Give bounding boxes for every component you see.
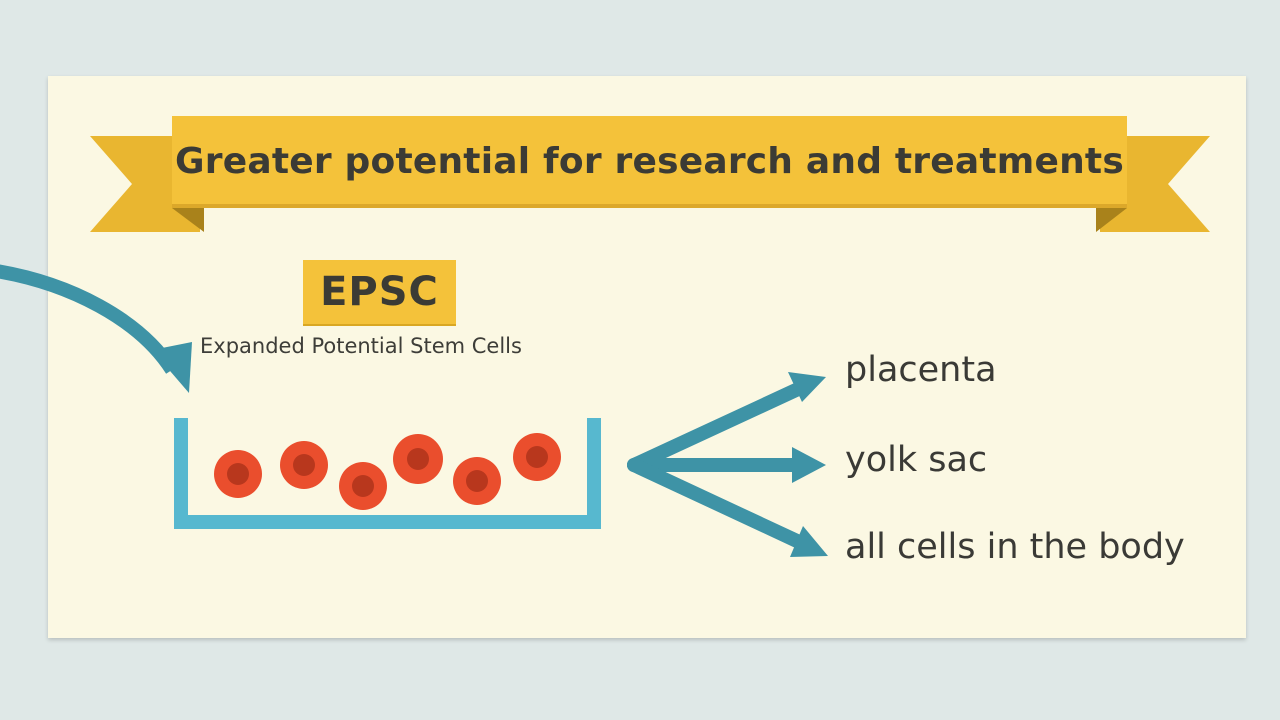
ribbon-right-fold [1096, 208, 1127, 232]
arrow-to-placenta-head [788, 372, 826, 402]
arrow-to-all-cells-head [790, 526, 828, 557]
stem-cells [214, 433, 561, 510]
epsc-full-name: Expanded Potential Stem Cells [200, 334, 522, 358]
outcome-yolk-sac: yolk sac [845, 440, 988, 480]
arrow-to-placenta-line [627, 383, 803, 472]
culture-dish [174, 418, 601, 529]
ribbon-right-tail [1100, 136, 1210, 232]
stem-cell [393, 434, 443, 484]
branching-arrows [627, 372, 828, 557]
ribbon-shadow [172, 204, 1127, 208]
stem-cell [214, 450, 262, 498]
stem-cell [339, 462, 387, 510]
stem-cell [513, 433, 561, 481]
incoming-arrow-line [0, 264, 178, 374]
banner-title: Greater potential for research and treat… [175, 140, 1124, 182]
stem-cell [453, 457, 501, 505]
stem-cell [280, 441, 328, 489]
ribbon-banner [90, 116, 1210, 232]
arrow-to-yolk-sac-head [792, 447, 826, 483]
ribbon-left-fold [172, 208, 204, 232]
incoming-arrow [0, 264, 192, 393]
incoming-arrow-head [152, 342, 192, 393]
ribbon-body [172, 116, 1127, 208]
outcome-all-cells: all cells in the body [845, 527, 1185, 567]
arrow-to-all-cells-line [627, 458, 804, 548]
epsc-label: EPSC [303, 260, 456, 324]
outcome-placenta: placenta [845, 350, 997, 390]
